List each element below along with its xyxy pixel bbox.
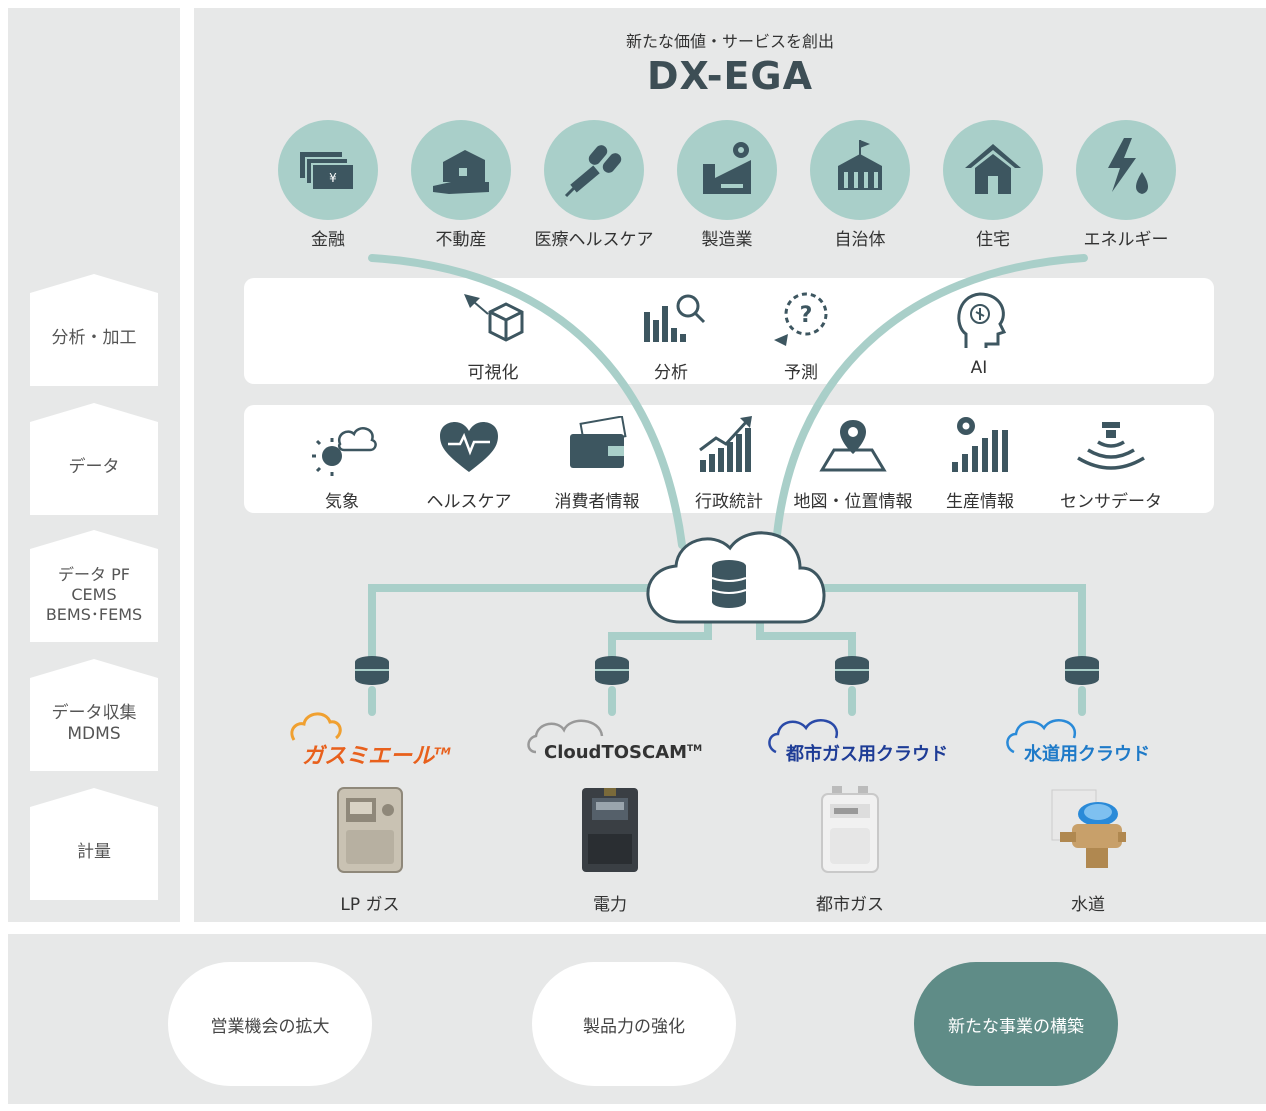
prediction-icon: ? (774, 292, 828, 346)
data-label-map: 地図・位置情報 (793, 492, 913, 512)
left-flow-curve (368, 254, 686, 549)
weather-icon (312, 427, 377, 476)
sector-label-government: 自治体 (834, 230, 886, 250)
analysis-label-analyze: 分析 (654, 363, 688, 383)
city-gas-cloud-icon (768, 719, 839, 754)
cloud-database-icon (646, 531, 826, 624)
analysis-label-visualize: 可視化 (467, 363, 519, 383)
ai-head-icon (957, 292, 1007, 348)
goal-expand-sales: 営業機会の拡大 (168, 962, 372, 1086)
layer-analysis: 分析・加工 (30, 274, 158, 386)
sector-label-energy: エネルギー (1083, 230, 1169, 250)
data-label-sensor: センサデータ (1060, 492, 1162, 512)
analysis-band (244, 278, 1214, 384)
cube-icon (464, 294, 524, 342)
house-icon (965, 144, 1021, 194)
meter-label-water: 水道 (1071, 895, 1105, 915)
government-icon (838, 140, 882, 190)
energy-icon (1108, 138, 1148, 194)
layer-data: データ (30, 403, 158, 515)
data-label-gov-stats: 行政統計 (695, 492, 763, 512)
water-meter-icon (1051, 789, 1126, 868)
bar-search-icon (644, 294, 706, 342)
lp-gas-meter-icon (337, 787, 403, 873)
factory-icon (703, 142, 751, 194)
gasmieru-cloud-icon (290, 712, 342, 741)
goal-product-strength: 製品力の強化 (532, 962, 736, 1086)
data-label-production: 生産情報 (946, 492, 1014, 512)
water-cloud-icon (1006, 719, 1077, 754)
meter-label-electric: 電力 (593, 895, 627, 915)
svg-text:¥: ¥ (329, 171, 337, 185)
building-hand-icon (433, 150, 489, 194)
goal-new-business: 新たな事業の構築 (914, 962, 1118, 1086)
data-label-consumer: 消費者情報 (554, 492, 640, 512)
db-nodes (355, 656, 1099, 685)
sector-label-manufacturing: 製造業 (701, 230, 753, 250)
svg-text:?: ? (800, 303, 813, 328)
platform-gasmieru: ガスミエールTM (302, 744, 451, 769)
db-node-icon (595, 656, 629, 685)
platform-cloudtoscam: CloudTOSCAMTM (544, 742, 703, 763)
medical-icon (564, 145, 622, 198)
heart-icon (440, 422, 498, 472)
sector-label-real-estate: 不動産 (435, 230, 487, 250)
data-label-healthcare: ヘルスケア (426, 492, 512, 512)
layer-data-collection: データ収集 MDMS (30, 659, 158, 771)
analysis-label-ai: AI (970, 358, 988, 378)
db-node-icon (1065, 656, 1099, 685)
meter-label-city-gas: 都市ガス (816, 895, 884, 915)
platform-city-gas-cloud: 都市ガス用クラウド (786, 744, 948, 765)
sector-real-estate (411, 120, 511, 220)
gear-bars-icon (952, 417, 1008, 472)
sector-finance: ¥ (278, 120, 378, 220)
db-node-icon (835, 656, 869, 685)
data-label-weather: 気象 (325, 492, 359, 512)
growth-chart-icon (699, 416, 752, 472)
sector-energy (1076, 120, 1176, 220)
diagram-title: DX-EGA (646, 54, 814, 98)
sensor-icon (1077, 422, 1145, 470)
sector-housing (943, 120, 1043, 220)
city-gas-meter-icon (821, 786, 879, 873)
sector-label-finance: 金融 (311, 230, 345, 250)
wallet-icon (570, 416, 627, 468)
sector-manufacturing (677, 120, 777, 220)
electric-meter-icon (582, 788, 638, 872)
layer-metering: 計量 (30, 788, 158, 900)
analysis-label-predict: 予測 (784, 363, 818, 383)
money-icon: ¥ (300, 152, 355, 191)
platform-water-cloud: 水道用クラウド (1024, 744, 1150, 765)
layer-data-platform: データ PF CEMS BEMS･FEMS (30, 530, 158, 642)
db-node-icon (355, 656, 389, 685)
map-pin-icon (819, 420, 887, 472)
sector-medical (544, 120, 644, 220)
tagline: 新たな価値・サービスを創出 (625, 32, 834, 51)
right-flow-curve (772, 254, 1088, 549)
sector-label-medical: 医療ヘルスケア (534, 230, 654, 250)
sector-government (810, 120, 910, 220)
meter-label-lp-gas: LP ガス (340, 895, 400, 915)
sector-label-housing: 住宅 (976, 230, 1010, 250)
cloudtoscam-cloud-icon (527, 719, 604, 754)
